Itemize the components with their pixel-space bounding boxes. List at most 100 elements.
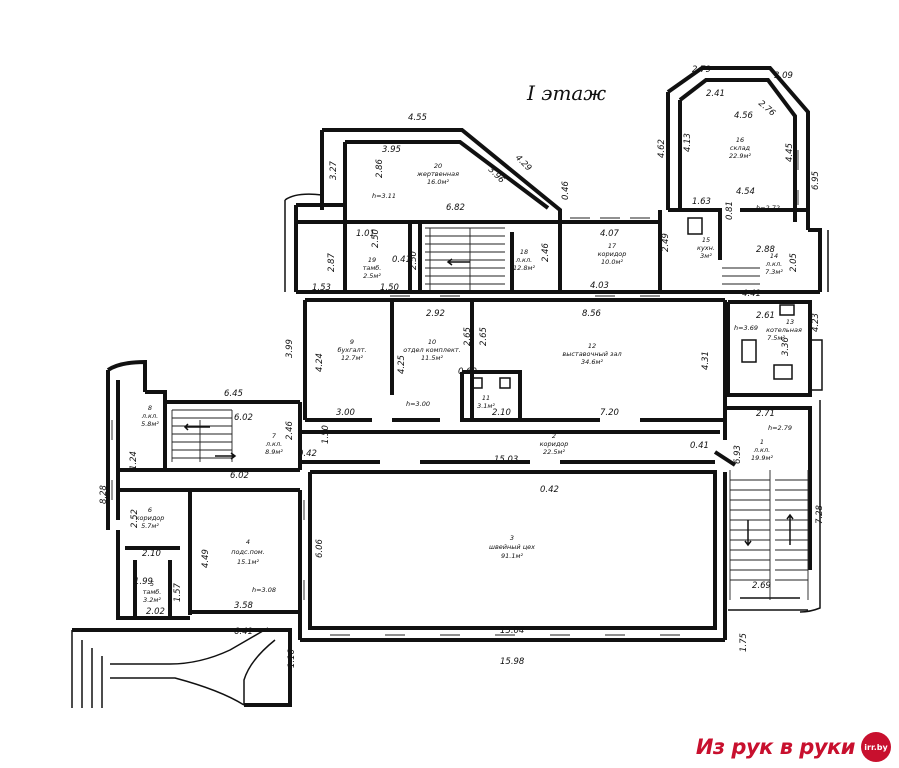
room-12-area: 34.6м² [581, 358, 603, 366]
dimension-label: 2.69 [752, 581, 771, 591]
room-15-area: 3м² [700, 252, 712, 260]
room-7-number: 7 [272, 432, 277, 440]
dimension-label: 3.96 [486, 165, 507, 186]
dimension-label: 1.50 [380, 283, 399, 293]
room-4-height: h=3.08 [252, 586, 276, 594]
room-7-name: л.кл. [265, 440, 282, 448]
dimension-label: 2.65 [479, 327, 489, 346]
dimension-label: 2.50 [409, 251, 419, 270]
room-19-number: 19 [368, 256, 376, 264]
window-marks [111, 150, 799, 636]
room-13-area: 7.5м² [767, 334, 785, 342]
dimension-label: 4.62 [657, 139, 667, 158]
dimension-label: 4.31 [701, 351, 711, 370]
room-1-height: h=2.79 [768, 424, 792, 432]
dimension-label: 2.52 [130, 509, 140, 528]
room-17-name: коридор [598, 250, 627, 258]
room-7-area: 8.9м² [265, 448, 283, 456]
room-13-number: 13 [786, 318, 794, 326]
room-20-name: жертвенная [416, 170, 459, 178]
room-12-name: выставочный зал [562, 350, 621, 358]
room-3-name: швейный цех [489, 543, 535, 551]
room-5-name: тамб. [143, 588, 162, 596]
room-16-height: h=2.72 [756, 204, 780, 212]
dimension-label: 6.02 [234, 413, 253, 423]
dimension-label: 2.10 [142, 549, 161, 559]
room-16-name: склад [730, 144, 751, 152]
room-18-number: 18 [520, 248, 528, 256]
dimension-label: 2.02 [146, 607, 165, 617]
dimension-label: 2.50 [371, 229, 381, 248]
room-10-number: 10 [428, 338, 436, 346]
dimension-label: 4.49 [201, 549, 211, 568]
dimension-label: 2.61 [756, 311, 775, 321]
room-8-number: 8 [148, 404, 152, 412]
dimension-label: 2.46 [541, 242, 551, 262]
dimension-label: 2.79 [692, 65, 711, 75]
dimension-label: 2.05 [789, 253, 799, 272]
dimension-label: 3.09 [774, 71, 793, 81]
dimension-label: 0.41 [392, 255, 411, 265]
room-11-number: 11 [482, 394, 490, 402]
dimension-label: 1.57 [173, 582, 183, 602]
room-15-name: кухн. [697, 244, 715, 252]
room-9-number: 9 [350, 338, 354, 346]
dimension-label: 2.65 [463, 327, 473, 346]
dimension-label: 4.07 [600, 229, 620, 239]
dimension-label: 6.45 [224, 389, 243, 399]
dimension-label: 7.28 [815, 504, 825, 524]
room-14-number: 14 [770, 252, 778, 260]
dimension-label: 3.36 [781, 336, 791, 356]
room-10-name: отдел комплект. [403, 346, 460, 354]
room-2-name: коридор [540, 440, 569, 448]
dimension-label: 1.75 [739, 633, 749, 652]
room-9-name: бухгалт. [337, 346, 366, 354]
room-17-number: 17 [608, 242, 617, 250]
room-16-area: 22.9м² [729, 152, 751, 160]
room-14-area: 7.3м² [765, 268, 783, 276]
watermark-badge: irr.by [861, 732, 891, 762]
dimension-label: 2.86 [375, 158, 385, 178]
room-1-name: л.кл. [753, 446, 770, 454]
dimension-label: 0.60 [458, 367, 477, 377]
dimension-label: 15.98 [500, 657, 525, 667]
fixtures [471, 217, 795, 389]
dimension-label: 4.13 [683, 133, 693, 152]
dimension-label: 0.81 [725, 201, 735, 220]
room-20-area: 16.0м² [427, 178, 449, 186]
dimension-label: 4.25 [397, 355, 407, 374]
dimension-label: 2.92 [426, 309, 445, 319]
room-18-area: 12.8м² [513, 264, 535, 272]
dimension-label: 4.29 [513, 153, 533, 173]
dimension-label: 6.95 [811, 171, 821, 190]
dimension-labels: 4.55 3.95 4.29 3.27 2.86 3.96 6.82 0.46 … [99, 65, 825, 668]
stair-flights [171, 227, 809, 600]
dimension-label: 6.93 [733, 445, 743, 464]
room-12-number: 12 [588, 342, 596, 350]
room-6-area: 5.7м² [141, 522, 159, 530]
dimension-label: 2.49 [661, 233, 671, 252]
room-14-name: л.кл. [765, 260, 782, 268]
dimension-label: 0.42 [298, 449, 317, 459]
dimension-label: 2.46 [285, 420, 295, 440]
dimension-label: 2.76 [756, 99, 777, 119]
dimension-label: 3.95 [382, 145, 401, 155]
dimension-label: 4.55 [408, 113, 427, 123]
walls [71, 66, 829, 708]
room-4-number: 4 [246, 538, 250, 546]
room-20-number: 20 [434, 162, 442, 170]
room-9-area: 12.7м² [341, 354, 363, 362]
dimension-label: 1.53 [312, 283, 331, 293]
dimension-label: 4.56 [734, 111, 754, 121]
room-13-height: h=3.69 [734, 324, 758, 332]
dimension-label: 8.56 [582, 309, 602, 319]
dimension-label: 8.28 [99, 484, 109, 504]
watermark: Из рук в руки irr.by [696, 732, 891, 762]
dimension-label: 3.00 [336, 408, 355, 418]
room-3-number: 3 [510, 534, 514, 542]
room-20-height: h=3.11 [372, 192, 396, 200]
room-8-area: 5.8м² [141, 420, 159, 428]
dimension-label: 0.41 [690, 441, 709, 451]
room-19-name: тамб. [363, 264, 382, 272]
dimension-label: 1.24 [129, 451, 139, 470]
